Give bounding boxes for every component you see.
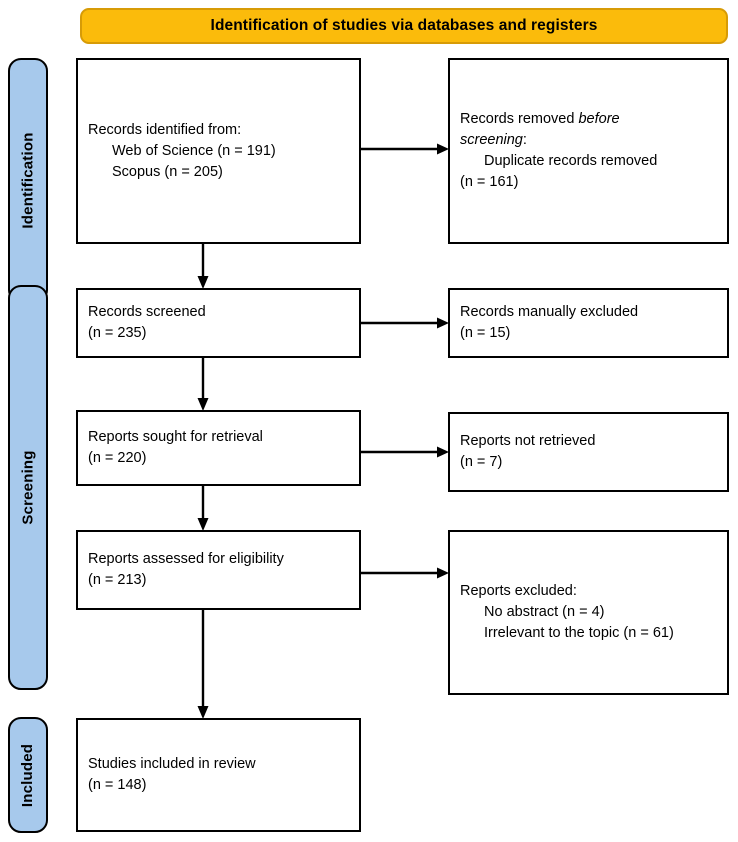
records-screened-line-1: Records screened <box>88 304 206 320</box>
records-removed-line-2-italic: screening <box>460 132 523 148</box>
records-removed-line-3: Duplicate records removed <box>484 153 658 169</box>
reports-sought-line-2: (n = 220) <box>88 450 147 466</box>
diagram-title-banner: Identification of studies via databases … <box>80 8 728 44</box>
box-records-screened: Records screened (n = 235) <box>76 288 361 358</box>
box-records-removed: Records removed before screening: Duplic… <box>448 58 729 244</box>
records-excluded-line-1: Records manually excluded <box>460 304 639 320</box>
box-reports-not-retrieved: Reports not retrieved (n = 7) <box>448 412 729 492</box>
stage-label-identification: Identification <box>8 58 48 303</box>
box-reports-sought: Reports sought for retrieval (n = 220) <box>76 410 361 486</box>
studies-included-line-1: Studies included in review <box>88 756 256 772</box>
reports-assessed-line-2: (n = 213) <box>88 572 147 588</box>
records-removed-line-2-post: : <box>522 132 527 148</box>
records-identified-line-2: Web of Science (n = 191) <box>112 142 276 159</box>
records-removed-line-1: Records removed before <box>460 109 717 130</box>
records-removed-line-2: screening: <box>460 130 717 151</box>
stage-label-included-text: Included <box>19 743 37 807</box>
box-records-identified: Records identified from: Web of Science … <box>76 58 361 244</box>
records-identified-line-1: Records identified from: <box>88 121 242 138</box>
records-excluded-line-2: (n = 15) <box>460 325 511 341</box>
box-reports-excluded: Reports excluded: No abstract (n = 4) Ir… <box>448 530 729 695</box>
stage-label-identification-text: Identification <box>19 132 37 229</box>
records-screened-line-2: (n = 235) <box>88 325 147 341</box>
records-removed-line-1-italic: before <box>578 111 620 127</box>
arrow-identified-to-screened <box>197 244 209 290</box>
arrow-assessed-to-included <box>197 610 209 720</box>
records-removed-line-1-pre: Records removed <box>460 111 579 127</box>
arrow-assessed-to-excluded <box>361 567 451 579</box>
diagram-title-text: Identification of studies via databases … <box>210 17 598 34</box>
reports-excluded-line-1: Reports excluded: <box>460 583 577 599</box>
arrow-identified-to-removed <box>361 143 451 155</box>
records-identified-line-3: Scopus (n = 205) <box>112 163 223 180</box>
reports-excluded-line-3: Irrelevant to the topic (n = 61) <box>484 625 674 641</box>
reports-sought-line-1: Reports sought for retrieval <box>88 429 263 445</box>
stage-label-included: Included <box>8 717 48 833</box>
arrow-screened-to-sought <box>197 358 209 412</box>
box-reports-assessed: Reports assessed for eligibility (n = 21… <box>76 530 361 610</box>
stage-label-screening-text: Screening <box>19 450 37 525</box>
reports-excluded-line-2: No abstract (n = 4) <box>484 604 605 620</box>
reports-not-retrieved-line-1: Reports not retrieved <box>460 433 596 449</box>
box-studies-included: Studies included in review (n = 148) <box>76 718 361 832</box>
arrow-sought-to-not-retrieved <box>361 446 451 458</box>
reports-not-retrieved-line-2: (n = 7) <box>460 454 503 470</box>
box-records-manually-excluded: Records manually excluded (n = 15) <box>448 288 729 358</box>
arrow-sought-to-assessed <box>197 486 209 532</box>
studies-included-line-2: (n = 148) <box>88 777 147 793</box>
reports-assessed-line-1: Reports assessed for eligibility <box>88 551 284 567</box>
arrow-screened-to-excluded <box>361 317 451 329</box>
records-removed-line-4: (n = 161) <box>460 174 519 190</box>
stage-label-screening: Screening <box>8 285 48 690</box>
